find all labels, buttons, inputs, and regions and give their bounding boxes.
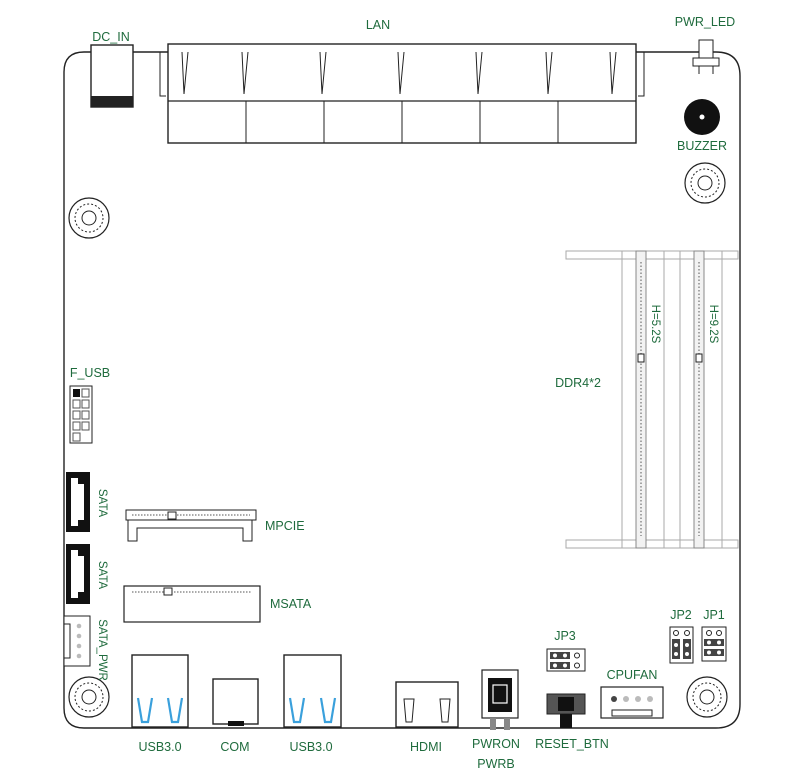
jp1-header xyxy=(701,626,727,662)
lan-label: LAN xyxy=(366,18,390,32)
sata-pwr-label: SATA_PWR xyxy=(96,619,108,681)
dc-in-label: DC_IN xyxy=(92,30,130,44)
pwr-led-label: PWR_LED xyxy=(675,15,735,29)
lan-ports xyxy=(159,43,645,144)
reset-btn-label: RESET_BTN xyxy=(535,737,609,751)
mounting-hole-bottom-right xyxy=(686,676,728,718)
hdmi-label: HDMI xyxy=(410,740,442,754)
hdmi-port xyxy=(395,681,459,728)
board-outline xyxy=(63,51,741,729)
pwrb-label: PWRB xyxy=(477,757,515,771)
usb3-port-right xyxy=(283,654,342,728)
jp1-label: JP1 xyxy=(703,608,725,622)
dc-in-connector xyxy=(90,44,134,108)
sata-pwr-connector xyxy=(63,615,91,667)
jp2-header xyxy=(669,626,694,664)
jp2-label: JP2 xyxy=(670,608,692,622)
jp3-header xyxy=(546,648,586,672)
ddr-h92-label: H=9.2S xyxy=(707,305,719,344)
sata-connector-2 xyxy=(66,544,90,604)
pwr-led xyxy=(692,39,720,74)
msata-label: MSATA xyxy=(270,597,312,611)
usb30-left-label: USB3.0 xyxy=(138,740,181,754)
sata-label-1: SATA xyxy=(96,489,108,518)
buzzer xyxy=(684,99,720,135)
f-usb-label: F_USB xyxy=(70,366,110,380)
mounting-hole-top-right xyxy=(684,162,726,204)
mpcie-label: MPCIE xyxy=(265,519,305,533)
pwron-label: PWRON xyxy=(472,737,520,751)
ddr4-slots xyxy=(565,250,739,549)
reset-button xyxy=(546,693,586,728)
mounting-hole-bottom-left xyxy=(68,676,110,718)
usb3-port-left xyxy=(131,654,189,728)
usb30-right-label: USB3.0 xyxy=(289,740,332,754)
cpufan-label: CPUFAN xyxy=(607,668,658,682)
msata-slot xyxy=(123,585,261,623)
mpcie-slot xyxy=(125,509,257,542)
sata-label-2: SATA xyxy=(96,561,108,590)
ddr-h52-label: H=5.2S xyxy=(649,305,661,344)
cpufan-connector xyxy=(600,686,664,719)
ddr4-label: DDR4*2 xyxy=(555,376,601,390)
com-label: COM xyxy=(220,740,249,754)
pwron-button xyxy=(481,669,519,730)
mounting-hole-top-left xyxy=(68,197,110,239)
f-usb-header xyxy=(69,385,93,444)
sata-connector-1 xyxy=(66,472,90,532)
jp3-label: JP3 xyxy=(554,629,576,643)
buzzer-label: BUZZER xyxy=(677,139,727,153)
com-port xyxy=(212,678,259,726)
